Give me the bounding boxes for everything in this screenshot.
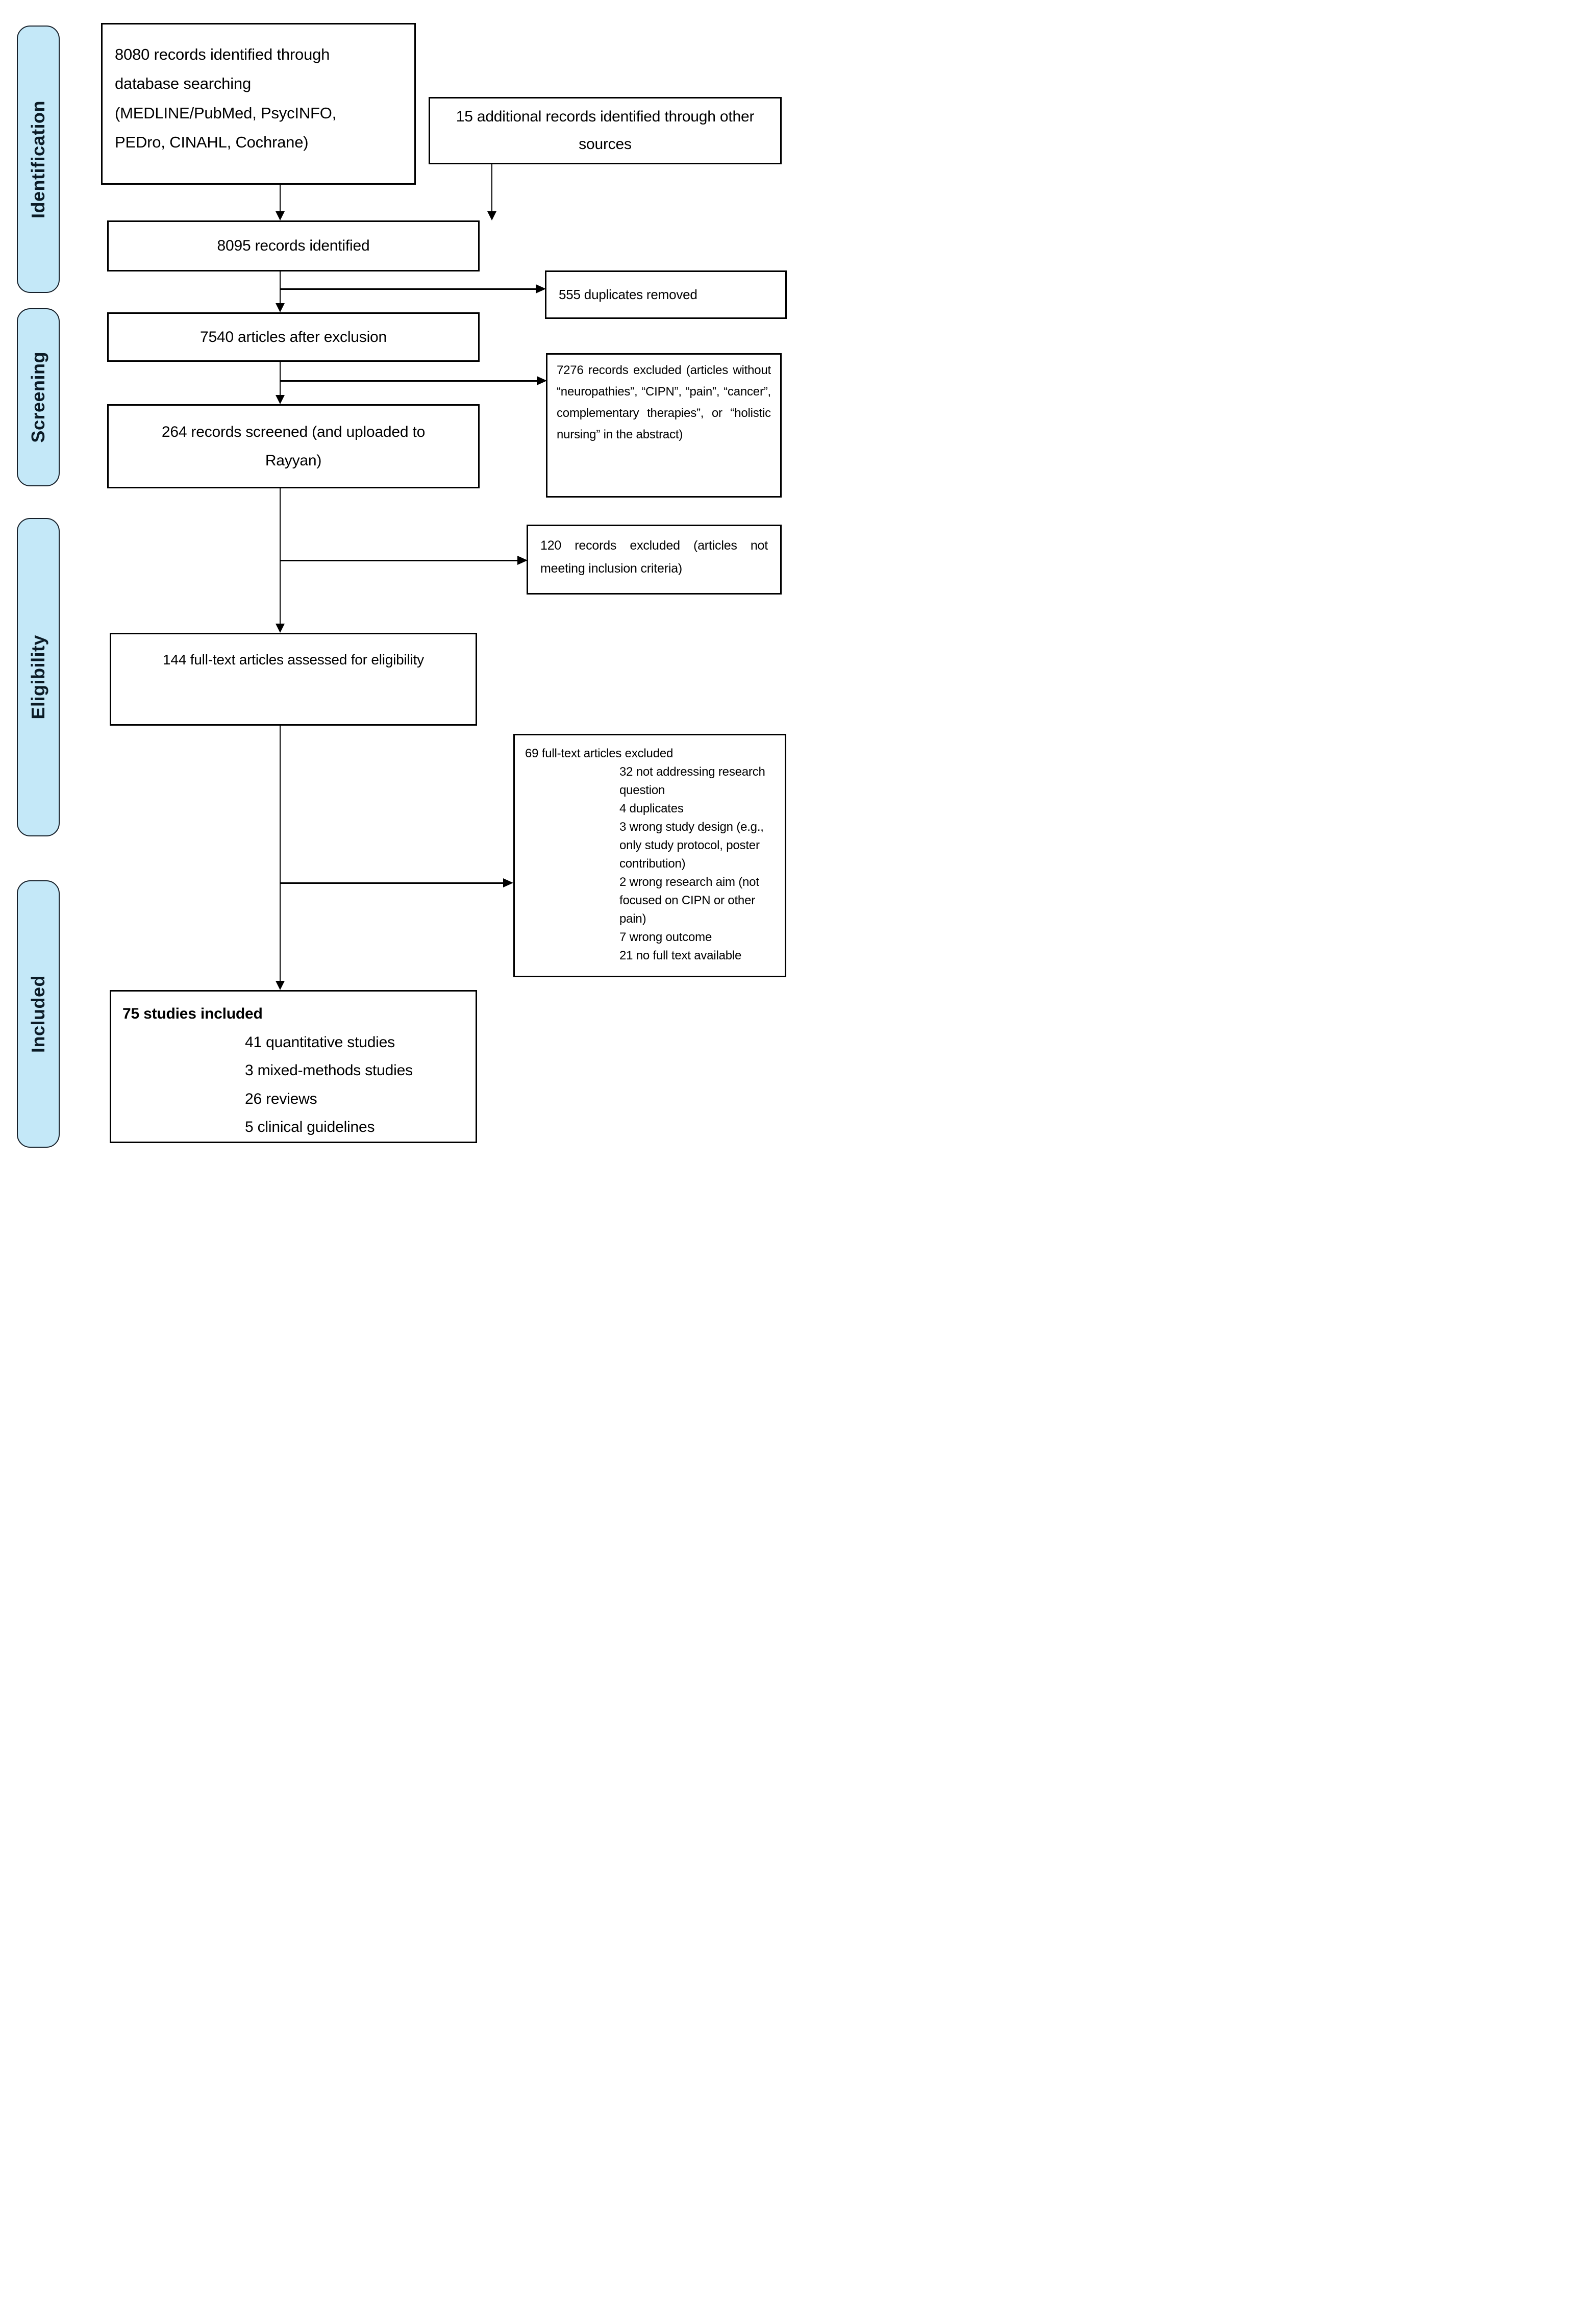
box-assessed-eligibility-text: 144 full-text articles assessed for elig… [163,652,424,667]
box-after-exclusion-text: 7540 articles after exclusion [199,328,387,345]
box-records-identified-text: 8095 records identified [217,237,370,255]
box-database-search-text: 8080 records identified through database… [115,45,337,152]
arrowhead-right-icon [536,284,546,293]
box-fulltext-excluded: 69 full-text articles excluded 32 not ad… [513,734,786,977]
arrowhead-right-icon [537,376,547,385]
studies-included-heading: 75 studies included [122,1005,263,1022]
stage-screening-label: Screening [28,352,48,443]
box-duplicates-removed: 555 duplicates removed [545,270,787,319]
stage-identification-label: Identification [28,100,48,218]
box-other-sources: 15 additional records identified through… [429,97,782,164]
box-not-meeting-criteria: 120 records excluded (articles not meeti… [527,525,782,595]
box-duplicates-removed-text: 555 duplicates removed [559,287,697,302]
connector-line [280,725,281,981]
fulltext-excluded-item: 3 wrong study design (e.g., only study p… [619,820,764,871]
studies-included-item: 3 mixed-methods studies [245,1062,413,1079]
box-other-sources-text: 15 additional records identified through… [456,108,755,153]
connector-line [280,185,281,212]
arrowhead-down-icon [487,211,496,220]
box-records-identified: 8095 records identified [107,220,480,271]
box-not-meeting-criteria-text: 120 records excluded (articles not meeti… [540,538,768,576]
fulltext-excluded-item: 2 wrong research aim (not focused on CIP… [619,875,759,926]
studies-included-item: 41 quantitative studies [245,1033,395,1051]
box-records-screened-text: 264 records screened (and uploaded to Ra… [161,424,426,469]
arrowhead-down-icon [276,624,285,633]
stage-identification: Identification [17,26,60,293]
arrowhead-down-icon [276,211,285,220]
studies-included-item: 5 clinical guidelines [245,1119,375,1135]
fulltext-excluded-item: 4 duplicates [619,802,684,815]
arrowhead-down-icon [276,981,285,990]
box-records-excluded-text: 7276 records excluded (articles without … [557,363,771,441]
fulltext-excluded-item: 7 wrong outcome [619,930,712,944]
connector-line [280,560,517,561]
stage-screening: Screening [17,308,60,486]
connector-line [280,361,281,395]
box-assessed-eligibility: 144 full-text articles assessed for elig… [110,633,477,726]
arrowhead-right-icon [517,556,528,565]
connector-line [491,164,492,212]
stage-included: Included [17,880,60,1148]
connector-line [280,271,281,303]
fulltext-excluded-heading: 69 full-text articles excluded [525,747,674,760]
arrowhead-right-icon [503,878,513,887]
box-studies-included: 75 studies included 41 quantitative stud… [110,990,477,1143]
box-database-search: 8080 records identified through database… [101,23,416,185]
stage-eligibility: Eligibility [17,518,60,836]
arrowhead-down-icon [276,395,285,404]
connector-line [280,882,503,884]
fulltext-excluded-item: 32 not addressing research question [619,765,765,797]
connector-line [280,288,536,290]
box-after-exclusion: 7540 articles after exclusion [107,312,480,362]
stage-eligibility-label: Eligibility [28,635,48,720]
fulltext-excluded-item: 21 no full text available [619,949,742,962]
prisma-flow-diagram: Identification Screening Eligibility Inc… [0,0,798,1150]
arrowhead-down-icon [276,303,285,312]
box-records-excluded: 7276 records excluded (articles without … [546,353,782,498]
studies-included-item: 26 reviews [245,1090,317,1107]
connector-line [280,380,537,382]
connector-line [280,488,281,624]
stage-included-label: Included [28,975,48,1053]
box-records-screened: 264 records screened (and uploaded to Ra… [107,404,480,488]
